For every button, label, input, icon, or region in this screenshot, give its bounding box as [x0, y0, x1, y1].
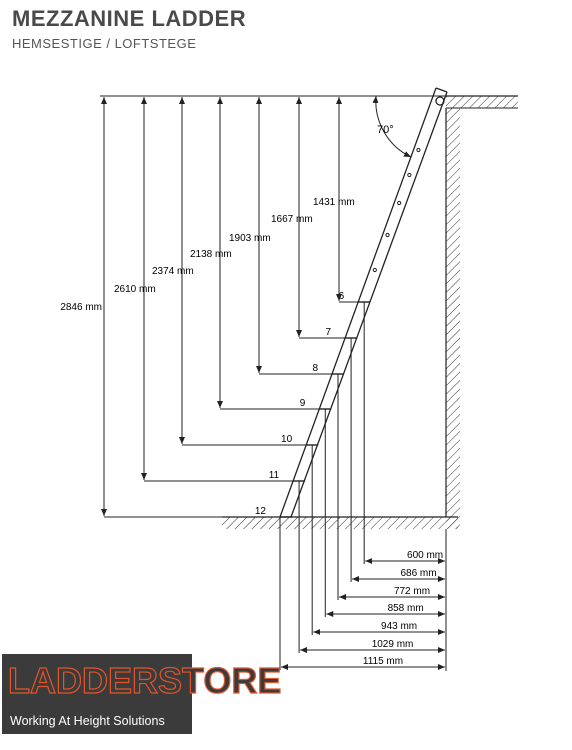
depth-label: 943 mm — [381, 621, 417, 632]
height-label: 1431 mm — [313, 197, 355, 208]
height-label: 1903 mm — [229, 233, 271, 244]
step-number: 7 — [326, 327, 332, 338]
height-label: 1667 mm — [271, 214, 313, 225]
dimension-lines: 6 1431 mm 7 1667 mm 8 1903 mm 9 2138 mm 10 2374 m… — [60, 97, 447, 671]
step-number: 11 — [269, 470, 280, 481]
floor — [222, 516, 458, 529]
height-label: 2610 mm — [114, 284, 156, 295]
step-number: 10 — [281, 434, 293, 445]
depth-label: 1115 mm — [363, 656, 403, 667]
hook-icon — [435, 96, 445, 106]
upper-rung-mark — [416, 147, 421, 153]
angle-label: 70° — [377, 124, 394, 136]
upper-rung-mark — [397, 200, 402, 206]
depth-label: 858 mm — [388, 603, 424, 614]
step-number: 8 — [312, 363, 318, 374]
angle-indicator: 70° — [372, 95, 412, 158]
depth-label: 686 mm — [400, 568, 436, 579]
height-label: 2374 mm — [152, 266, 194, 277]
depth-label: 1029 mm — [372, 639, 414, 650]
step-number: 12 — [255, 506, 267, 517]
page-subtitle: HEMSESTIGE / LOFTSTEGE — [12, 36, 197, 51]
height-label: 2138 mm — [190, 249, 232, 260]
height-label: 2846 mm — [60, 302, 102, 313]
logo-tagline: Working At Height Solutions — [10, 714, 165, 728]
upper-rung-mark — [407, 172, 412, 178]
depth-label: 600 mm — [407, 550, 443, 561]
mezzanine-floor — [446, 95, 518, 109]
upper-rung-mark — [385, 232, 390, 238]
upper-rung-mark — [372, 267, 377, 273]
wall — [445, 108, 460, 529]
ladderstore-logo: LADDERSTORE Working At Height Solutions — [2, 654, 282, 734]
page-title: MEZZANINE LADDER — [12, 6, 247, 31]
step-number: 6 — [339, 291, 345, 302]
step-number: 9 — [300, 398, 306, 409]
logo-wordmark: LADDERSTORE — [7, 659, 282, 701]
depth-label: 772 mm — [394, 586, 430, 597]
